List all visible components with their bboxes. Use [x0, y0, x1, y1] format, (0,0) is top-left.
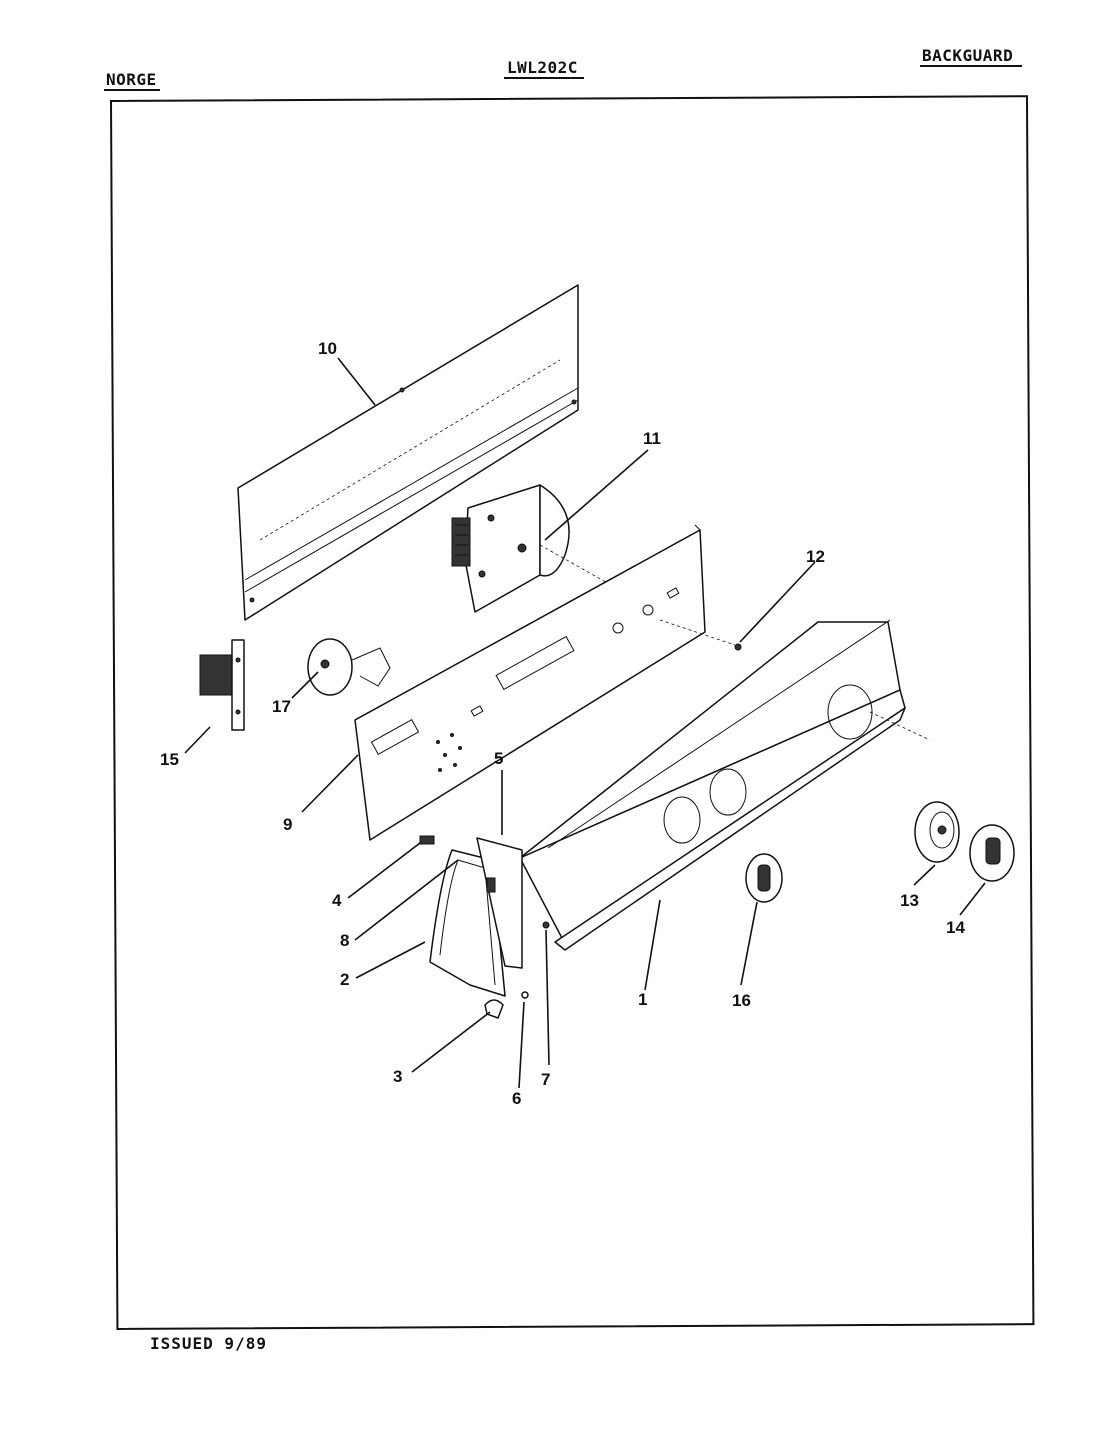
brand-label: NORGE: [106, 70, 157, 89]
callout-12: 12: [806, 547, 825, 566]
brand-underline: [104, 89, 160, 91]
callout-13: 13: [900, 891, 919, 910]
part-3-bracket: [484, 999, 504, 1019]
callout-10: 10: [318, 339, 337, 358]
issued-date: ISSUED 9/89: [150, 1334, 267, 1353]
callout-2: 2: [340, 970, 349, 989]
callout-labels: 1 2 3 4 5 6 7 8 9 10 11 12 13 14 15 16 1…: [160, 339, 965, 1108]
callout-5: 5: [494, 749, 503, 768]
model-underline: [504, 77, 584, 79]
part-17-pressure-switch: [307, 638, 391, 696]
leader-lines: [184, 357, 986, 1089]
callout-17: 17: [272, 697, 291, 716]
callout-15: 15: [160, 750, 179, 769]
callout-1: 1: [638, 990, 647, 1009]
part-15-switch: [199, 639, 245, 731]
callout-8: 8: [340, 931, 349, 950]
part-10-rear-panel: [237, 284, 579, 621]
section-underline: [920, 65, 1022, 67]
part-7-screw: [542, 921, 550, 929]
part-1-backguard: [519, 619, 931, 951]
callout-4: 4: [332, 891, 342, 910]
callout-11: 11: [643, 429, 661, 448]
part-9-control-panel: [354, 524, 736, 841]
part-4-clip: [419, 835, 435, 845]
part-11-timer: [451, 484, 621, 613]
section-title: BACKGUARD: [922, 46, 1014, 65]
callout-3: 3: [393, 1067, 402, 1086]
callout-7: 7: [541, 1070, 550, 1089]
part-6-screw: [521, 991, 529, 999]
part-14-knob: [969, 824, 1015, 882]
part-16-knob: [745, 853, 783, 903]
callout-16: 16: [732, 991, 751, 1010]
part-13-dial: [914, 801, 960, 863]
model-number: LWL202C: [507, 58, 578, 77]
callout-9: 9: [283, 815, 292, 834]
callout-14: 14: [946, 918, 965, 937]
small-parts: [419, 643, 742, 1019]
part-12-screw: [734, 643, 742, 651]
callout-6: 6: [512, 1089, 521, 1108]
part-5-lens: [476, 837, 523, 969]
